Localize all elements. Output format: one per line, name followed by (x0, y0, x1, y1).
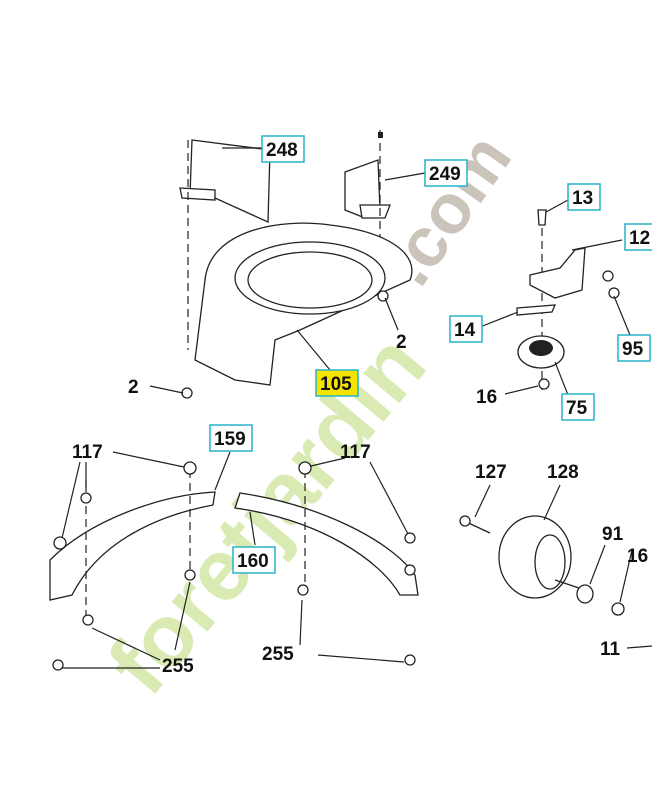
callout-127: 127 (475, 462, 507, 483)
part-105-housing (194, 222, 413, 386)
callout-117: 117 (340, 442, 371, 463)
callout-249: 249 (429, 164, 461, 185)
callout-91: 91 (602, 524, 624, 545)
skid-right (234, 461, 419, 666)
callout-128: 128 (547, 462, 579, 483)
callout-2: 2 (396, 332, 407, 353)
callout-14: 14 (454, 320, 476, 341)
callout-16: 16 (627, 546, 648, 567)
callout-95: 95 (622, 339, 644, 360)
nut-icon (377, 290, 389, 302)
callout-117: 117 (72, 442, 103, 463)
callout-13: 13 (572, 188, 593, 209)
watermark: .com foretjardin (89, 120, 526, 712)
callout-2: 2 (128, 377, 139, 398)
gauge-wheel (459, 515, 625, 616)
nut-icon (181, 387, 193, 399)
callout-160: 160 (237, 551, 269, 572)
callout-75: 75 (566, 398, 588, 419)
callout-11: 11 (600, 639, 621, 660)
callout-12: 12 (629, 228, 650, 249)
part-249-bracket (344, 130, 391, 295)
callout-255: 255 (262, 644, 294, 665)
callout-105: 105 (320, 374, 352, 395)
idler-assembly (516, 209, 620, 390)
callout-159: 159 (214, 429, 246, 450)
callout-16: 16 (476, 387, 497, 408)
callout-255: 255 (162, 656, 194, 677)
skid-left (49, 461, 216, 671)
callouts: 248 249 105 2 2 13 12 14 95 16 75 117 15… (72, 135, 652, 677)
leader-lines (61, 147, 652, 669)
part-248-deflector (179, 139, 271, 350)
callout-248: 248 (266, 140, 298, 161)
